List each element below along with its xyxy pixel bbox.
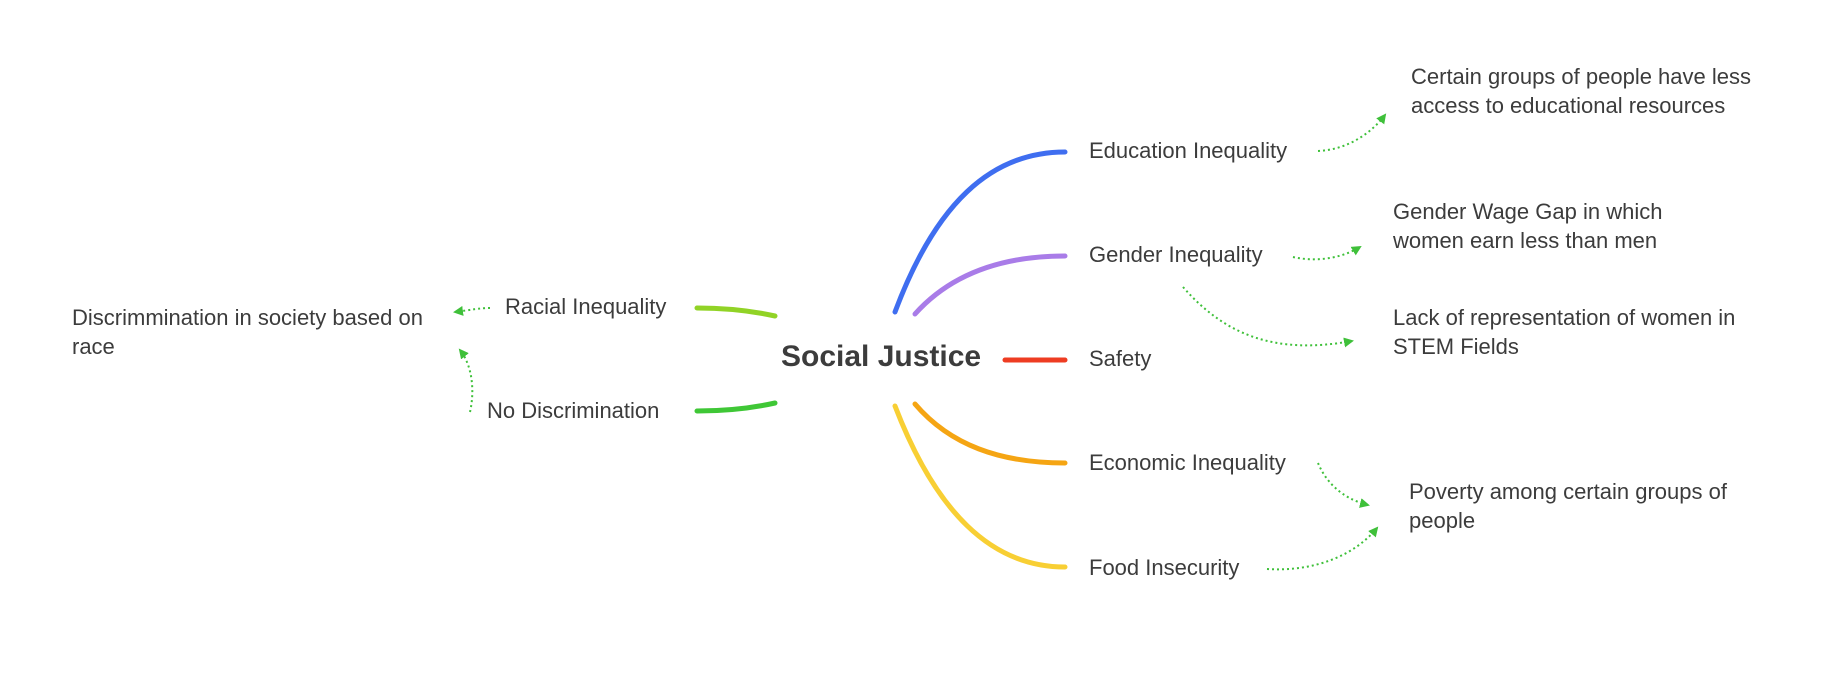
link-food-poverty <box>1266 526 1379 571</box>
link-nodisc-note <box>458 348 474 413</box>
branch-line-economic <box>912 401 1068 466</box>
branch-line-nodisc <box>694 400 778 414</box>
link-gender-wage <box>1292 245 1362 261</box>
note-education-access[interactable]: Certain groups of people have less acces… <box>1411 64 1751 118</box>
branch-line-education <box>892 149 1068 315</box>
note-poverty[interactable]: Poverty among certain groups of people <box>1409 479 1727 533</box>
topic-food-insecurity[interactable]: Food Insecurity <box>1089 555 1240 580</box>
link-economic-poverty <box>1317 462 1370 508</box>
topic-racial-inequality[interactable]: Racial Inequality <box>505 294 667 319</box>
note-stem-representation[interactable]: Lack of representation of women in STEM … <box>1393 305 1736 359</box>
topic-no-discrimination[interactable]: No Discrimination <box>487 398 660 423</box>
link-education-note <box>1317 113 1387 152</box>
note-race-discrimination[interactable]: Discrimmination in society based on race <box>72 305 423 359</box>
branch-line-racial <box>694 305 778 319</box>
topic-education-inequality[interactable]: Education Inequality <box>1089 138 1288 163</box>
branch-line-gender <box>912 253 1068 317</box>
link-racial-note <box>453 305 491 316</box>
topic-safety[interactable]: Safety <box>1089 346 1152 371</box>
note-gender-wage-gap[interactable]: Gender Wage Gap in which women earn less… <box>1393 199 1663 253</box>
branch-line-food <box>892 403 1068 570</box>
link-gender-stem <box>1182 286 1354 348</box>
topic-economic-inequality[interactable]: Economic Inequality <box>1089 450 1286 475</box>
central-topic[interactable]: Social Justice <box>781 340 982 373</box>
topic-gender-inequality[interactable]: Gender Inequality <box>1089 242 1263 267</box>
